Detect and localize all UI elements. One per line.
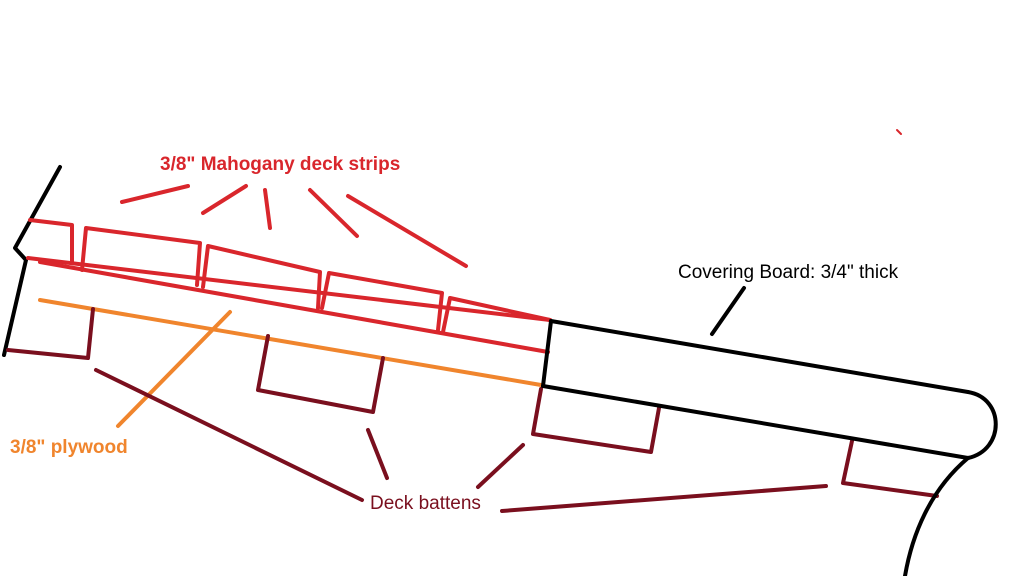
deck-strips-leader-5 <box>346 194 468 268</box>
plywood-layer <box>38 298 543 428</box>
covering-board-leader <box>710 286 746 336</box>
batten-4 <box>841 439 939 498</box>
plywood-line <box>38 298 543 387</box>
covering-board-rounded-edge <box>966 390 998 460</box>
deck-strip-4 <box>320 271 444 332</box>
batten-2 <box>256 334 385 414</box>
batten-3 <box>531 387 661 454</box>
covering-board-bottom <box>541 384 970 460</box>
covering-board-top <box>549 319 970 394</box>
mahogany-deck-strips <box>26 129 902 354</box>
deck-strip-bottom-line <box>38 260 550 354</box>
battens-leader-2 <box>366 428 389 480</box>
covering-board-label: Covering Board: 3/4" thick <box>678 262 899 283</box>
hull-outline-left <box>2 165 62 357</box>
battens-leader-3 <box>476 443 525 489</box>
deck-battens <box>6 307 939 513</box>
deck-strip-top-line <box>26 256 552 322</box>
deck-strips-leader-2 <box>201 184 248 215</box>
deck-strips-label: 3/8" Mahogany deck strips <box>160 154 400 175</box>
deck-strip-2 <box>80 226 202 287</box>
hull-outline-right <box>903 456 970 576</box>
covering-board-left-edge <box>541 319 553 388</box>
covering-board <box>541 286 998 576</box>
battens-leader-4 <box>500 484 828 513</box>
deck-strip-1 <box>28 218 74 264</box>
stray-mark <box>896 129 902 135</box>
deck-strip-5 <box>441 296 552 334</box>
deck-strips-leader-3 <box>263 188 272 230</box>
deck-strips-leader-1 <box>120 184 190 204</box>
deck-battens-label: Deck battens <box>370 493 481 514</box>
batten-1 <box>6 307 95 360</box>
plywood-leader <box>116 310 232 428</box>
deck-strip-3 <box>201 244 322 310</box>
deck-strips-leader-4 <box>308 188 359 238</box>
battens-leader-1 <box>94 368 364 502</box>
plywood-label: 3/8" plywood <box>10 437 128 458</box>
